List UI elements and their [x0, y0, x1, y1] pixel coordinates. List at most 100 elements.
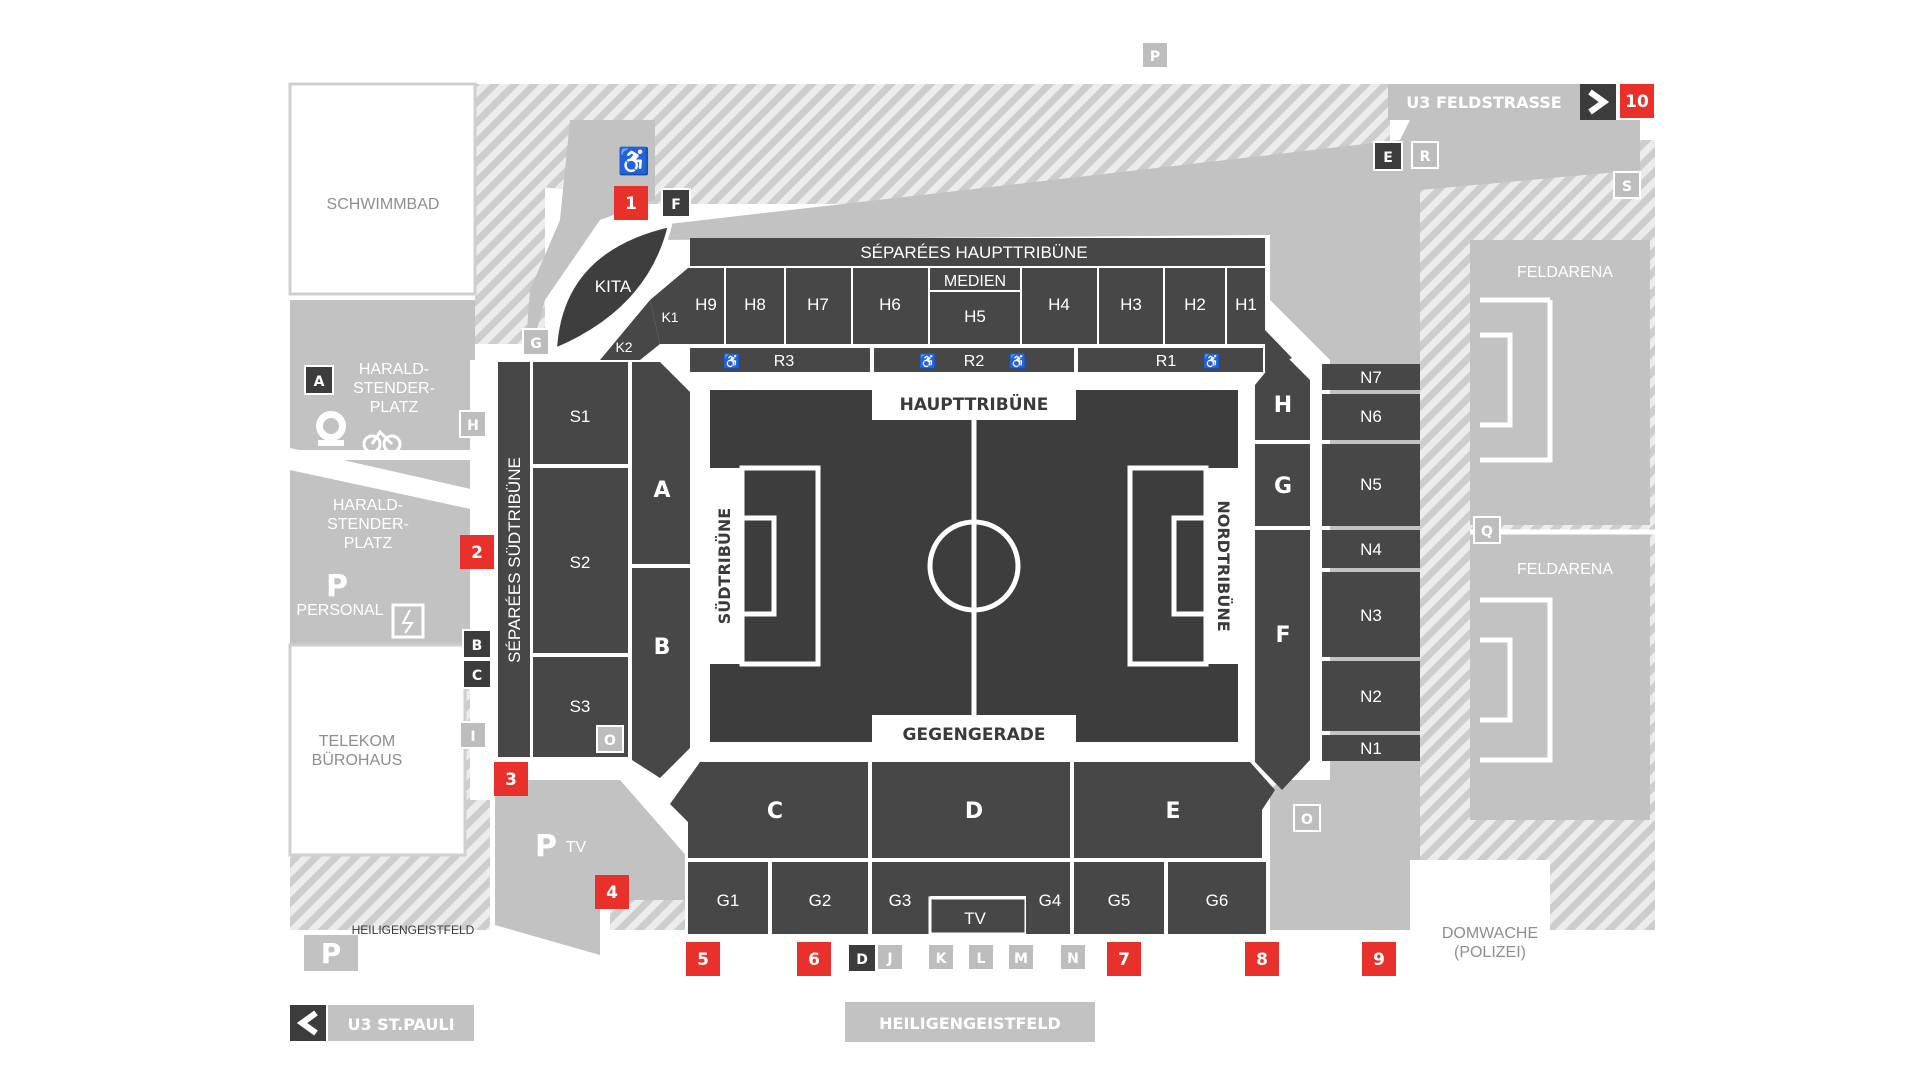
label-s2: S2	[570, 553, 591, 572]
block-r2[interactable]	[874, 348, 1074, 372]
gate-s-marker-2[interactable]: S	[1613, 171, 1641, 199]
entrance-4-marker[interactable]: 4	[595, 875, 629, 909]
label-h3: H3	[1120, 295, 1142, 314]
kita-outline	[552, 222, 673, 354]
gate-r-marker-1[interactable]: R	[1411, 141, 1439, 169]
block-n6[interactable]	[1322, 394, 1420, 440]
block-h3[interactable]	[1099, 268, 1163, 344]
block-e[interactable]	[1074, 762, 1275, 858]
gate-j-marker-9[interactable]: J	[876, 943, 904, 971]
feldarena-bottom-bg	[1470, 530, 1650, 820]
block-r3[interactable]	[690, 348, 870, 372]
block-medien[interactable]	[930, 268, 1020, 290]
block-n5[interactable]	[1322, 444, 1420, 526]
plate-nord	[1206, 468, 1242, 664]
block-r1[interactable]	[1078, 348, 1263, 372]
gate-d-marker[interactable]: D	[847, 943, 877, 973]
label-domwache-l1: DOMWACHE	[1442, 925, 1538, 942]
entrance-1-marker[interactable]: 1	[614, 186, 648, 220]
block-b[interactable]	[632, 568, 690, 778]
gate-o-marker-6[interactable]: O	[596, 725, 624, 753]
block-n1[interactable]	[1322, 735, 1420, 761]
gate-l-marker-11-label: L	[977, 951, 986, 967]
block-g5[interactable]	[1074, 862, 1164, 934]
gate-g-marker-3[interactable]: G	[522, 328, 550, 356]
gate-o-marker-6-label: O	[604, 733, 616, 749]
gate-q-marker-8[interactable]: Q	[1473, 516, 1501, 544]
sign-st-pauli[interactable]: U3 ST.PAULI	[290, 1005, 474, 1041]
label-telekom-l2: BÜROHAUS	[312, 751, 403, 769]
block-h4[interactable]	[1022, 268, 1097, 344]
entrance-2-marker[interactable]: 2	[460, 535, 494, 569]
block-s2[interactable]	[533, 468, 628, 653]
gate-f-marker[interactable]: F	[661, 188, 691, 218]
gate-p-marker-0[interactable]: P	[1141, 41, 1169, 69]
block-a[interactable]	[632, 362, 690, 564]
entrance-3-marker[interactable]: 3	[494, 762, 528, 796]
block-n7[interactable]	[1322, 364, 1420, 390]
block-k2[interactable]	[600, 300, 660, 360]
block-h2[interactable]	[1165, 268, 1225, 344]
block-n2[interactable]	[1322, 661, 1420, 731]
block-c[interactable]	[670, 762, 868, 858]
entrance-7-marker[interactable]: 7	[1107, 942, 1141, 976]
entrance-5-marker[interactable]: 5	[686, 942, 720, 976]
label-r3: R3	[774, 353, 795, 370]
block-north-h[interactable]	[1255, 352, 1310, 440]
gate-b-marker[interactable]: B	[462, 629, 492, 659]
block-g6[interactable]	[1168, 862, 1266, 934]
gate-c-marker[interactable]: C	[462, 659, 492, 689]
ground-north-plaza	[660, 120, 1640, 360]
stadium	[498, 238, 1420, 936]
entrance-6-marker[interactable]: 6	[797, 942, 831, 976]
block-n4[interactable]	[1322, 530, 1420, 568]
block-g2[interactable]	[772, 862, 868, 934]
gate-k-marker-10-label: K	[936, 951, 948, 967]
street-diagonal	[290, 448, 475, 510]
entrance-9-marker-label: 9	[1373, 950, 1385, 970]
sign-feldstrasse[interactable]: U3 FELDSTRASSE	[1388, 84, 1616, 120]
gate-n-marker-13[interactable]: N	[1059, 943, 1087, 971]
gate-o-marker-7[interactable]: O	[1293, 804, 1321, 832]
entrance-10-marker[interactable]: 10	[1620, 84, 1654, 118]
gate-g-marker-3-label: G	[530, 336, 542, 352]
entrance-1-marker-label: 1	[625, 194, 637, 214]
block-s1[interactable]	[533, 362, 628, 464]
block-k1[interactable]	[650, 268, 712, 344]
block-north-f[interactable]	[1255, 530, 1310, 790]
label-harald1-l3: PLATZ	[370, 399, 419, 416]
gate-m-marker-12[interactable]: M	[1007, 943, 1035, 971]
entrance-8-marker[interactable]: 8	[1245, 942, 1279, 976]
label-r2: R2	[964, 353, 985, 370]
label-h6: H6	[879, 295, 901, 314]
label-north-h: H	[1274, 393, 1292, 418]
block-h5[interactable]	[930, 292, 1020, 344]
block-g4[interactable]	[1026, 862, 1070, 934]
label-suedtribuene: SÜDTRIBÜNE	[715, 508, 734, 625]
block-g1[interactable]	[688, 862, 768, 934]
domwache-bg	[1410, 860, 1550, 940]
block-g3[interactable]	[872, 862, 930, 934]
block-h6[interactable]	[853, 268, 928, 344]
block-h8[interactable]	[726, 268, 784, 344]
sign-heiligengeistfeld[interactable]: HEILIGENGEISTFELD	[845, 1002, 1095, 1042]
label-harald2-l1: HARALD-	[333, 497, 403, 514]
block-d[interactable]	[872, 762, 1070, 858]
gate-l-marker-11[interactable]: L	[967, 943, 995, 971]
gate-i-marker-5[interactable]: I	[459, 721, 487, 749]
entrance-9-marker[interactable]: 9	[1362, 942, 1396, 976]
gate-h-marker-4[interactable]: H	[459, 410, 487, 438]
block-h1[interactable]	[1227, 268, 1265, 344]
gate-k-marker-10[interactable]: K	[927, 943, 955, 971]
gate-e-marker[interactable]: E	[1373, 141, 1403, 171]
label-north-g: G	[1274, 474, 1292, 499]
charging-icon	[391, 603, 425, 639]
block-h7[interactable]	[786, 268, 851, 344]
block-n3[interactable]	[1322, 572, 1420, 657]
label-n5: N5	[1360, 475, 1382, 494]
block-north-g[interactable]	[1255, 444, 1310, 526]
label-harald2-l3: PLATZ	[344, 535, 393, 552]
gate-a-marker[interactable]: A	[304, 365, 334, 395]
separees-sued-block[interactable]	[498, 362, 530, 757]
